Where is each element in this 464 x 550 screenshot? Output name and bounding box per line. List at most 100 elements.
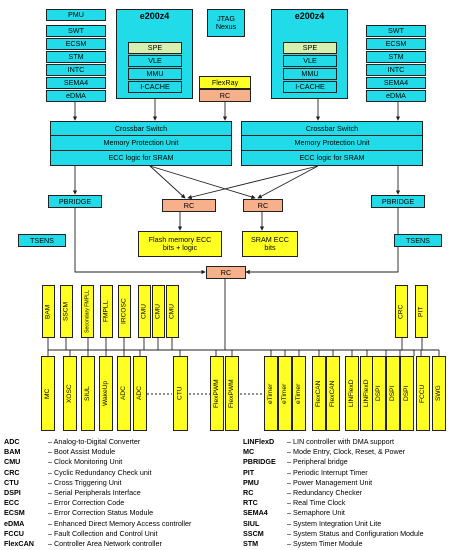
intc-block-left: INTC [46, 64, 106, 76]
legend-desc: – Error Correction Code [48, 498, 125, 508]
jtag-nexus-block: JTAG Nexus [207, 9, 245, 37]
legend-abbr: SEMA4 [243, 508, 268, 518]
legend-desc: – Serial Peripherals Interface [48, 488, 141, 497]
ctu-block: CTU [173, 356, 188, 431]
crossbar-left: Crossbar Switch Memory Protection Unit E… [50, 121, 232, 166]
icache-block-left: I-CACHE [128, 81, 182, 93]
spe-block-left: SPE [128, 42, 182, 54]
linflexd-block-1: LINFlexD [345, 356, 359, 431]
stm-block-left: STM [46, 51, 106, 63]
spe-block-right: SPE [283, 42, 337, 54]
legend-abbr: eDMA [4, 518, 25, 528]
siul-block: SIUL [81, 356, 95, 431]
crossbar-right-title: Crossbar Switch [305, 124, 359, 133]
legend-desc: – Semaphore Unit [287, 508, 345, 518]
tsens-right: TSENS [394, 234, 442, 247]
ecc-sram-left: ECC logic for SRAM [51, 150, 231, 165]
sscm-block: SSCM [60, 285, 73, 338]
legend-desc: – Clock Monitoring Unit [48, 457, 123, 467]
intc-block-right: INTC [366, 64, 426, 76]
sram-block: SRAM ECC bits [242, 231, 298, 257]
legend-desc: – Real Time Clock [287, 498, 346, 508]
legend-desc: – System Status and Configuration Module [287, 528, 424, 538]
swt-block-left: SWT [46, 25, 106, 37]
icache-block-right: I-CACHE [283, 81, 337, 93]
stm-block-right: STM [366, 51, 426, 63]
mmu-block-left: MMU [128, 68, 182, 80]
edma-block-right: eDMA [366, 90, 426, 102]
cmu-block-1: CMU [138, 285, 151, 338]
etimer-block-1: eTimer [264, 356, 278, 431]
mpu-right: Memory Protection Unit [242, 135, 422, 150]
pit-block: PIT [415, 285, 428, 338]
flexpwm-block-1: FlexPWM [210, 356, 224, 431]
legend-abbr: FCCU [4, 528, 24, 538]
adc-block-2: ADC [133, 356, 147, 431]
legend-desc: – Cyclic Redundancy Check unit [48, 467, 152, 477]
bam-block: BAM [42, 285, 55, 338]
edma-block-left: eDMA [46, 90, 106, 102]
legend-abbr: SSCM [243, 528, 264, 538]
crc-block: CRC [395, 285, 408, 338]
secondary-fmpll-block: Secondary FMPLL [81, 285, 94, 338]
fmpll-block: FMPLL [100, 285, 113, 338]
legend-abbr: PIT [243, 467, 255, 477]
legend-abbr: FlexCAN [4, 539, 34, 548]
legend-desc: – System Timer Module [287, 539, 363, 548]
sema4-block-right: SEMA4 [366, 77, 426, 89]
legend-desc: – Analog-to-Digital Converter [48, 437, 141, 446]
legend-desc: – Mode Entry, Clock, Reset, & Power [287, 447, 406, 457]
rc-peripheral-block: RC [206, 266, 246, 279]
rc-sram-block: RC [243, 199, 283, 212]
vle-block-right: VLE [283, 55, 337, 67]
legend-desc: – Error Correction Status Module [48, 508, 154, 518]
crossbar-left-title: Crossbar Switch [114, 124, 168, 133]
pmu-block: PMU [46, 9, 106, 21]
legend-desc: – Controller Area Network controller [48, 539, 162, 548]
crossbar-right: Crossbar Switch Memory Protection Unit E… [241, 121, 423, 166]
fccu-block: FCCU [416, 356, 430, 431]
legend-desc: – LIN controller with DMA support [287, 437, 395, 446]
flexcan-block-1: FlexCAN [312, 356, 326, 431]
ecsm-block-right: ECSM [366, 38, 426, 50]
legend-desc: – Redundancy Checker [287, 488, 363, 497]
mmu-block-right: MMU [283, 68, 337, 80]
legend-abbr: ECSM [4, 508, 25, 518]
irc-osc-block: IRCOSC [118, 285, 131, 338]
legend-abbr: BAM [4, 447, 21, 457]
sema4-block-left: SEMA4 [46, 77, 106, 89]
pbridge-left: PBRIDGE [48, 195, 102, 208]
pbridge-right: PBRIDGE [371, 195, 425, 208]
flexray-block: FlexRay [199, 76, 251, 89]
adc-block-1: ADC [117, 356, 131, 431]
cmu-block-2: CMU [152, 285, 165, 338]
dspi-block-3: DSPI [400, 356, 414, 431]
legend-abbr: LINFlexD [243, 437, 275, 446]
flexcan-block-2: FlexCAN [326, 356, 340, 431]
mpu-left: Memory Protection Unit [51, 135, 231, 150]
cmu-block-3: CMU [166, 285, 179, 338]
mc-block: MC [41, 356, 55, 431]
tsens-left: TSENS [18, 234, 66, 247]
xosc-block: XOSC [63, 356, 77, 431]
legend-right: LINFlexD – LIN controller with DMA suppor… [243, 437, 464, 550]
legend-abbr: MC [243, 447, 255, 457]
legend-abbr: PMU [243, 477, 259, 487]
legend-desc: – Peripheral bridge [287, 457, 348, 467]
legend-abbr: RC [243, 488, 254, 497]
legend-abbr: RTC [243, 498, 258, 508]
legend-desc: – Boot Assist Module [48, 447, 116, 457]
legend-desc: – Fault Collection and Control Unit [48, 528, 158, 538]
legend-abbr: SIUL [243, 518, 260, 528]
legend-abbr: PBRIDGE [243, 457, 276, 467]
flash-memory-block: Flash memory ECC bits + logic [138, 231, 222, 257]
legend-abbr: CMU [4, 457, 21, 467]
ecsm-block-left: ECSM [46, 38, 106, 50]
legend-abbr: CRC [4, 467, 20, 477]
legend-desc: – Cross Triggering Unit [48, 477, 122, 487]
legend-abbr: STM [243, 539, 259, 548]
vle-block-left: VLE [128, 55, 182, 67]
swg-block: SWG [432, 356, 446, 431]
